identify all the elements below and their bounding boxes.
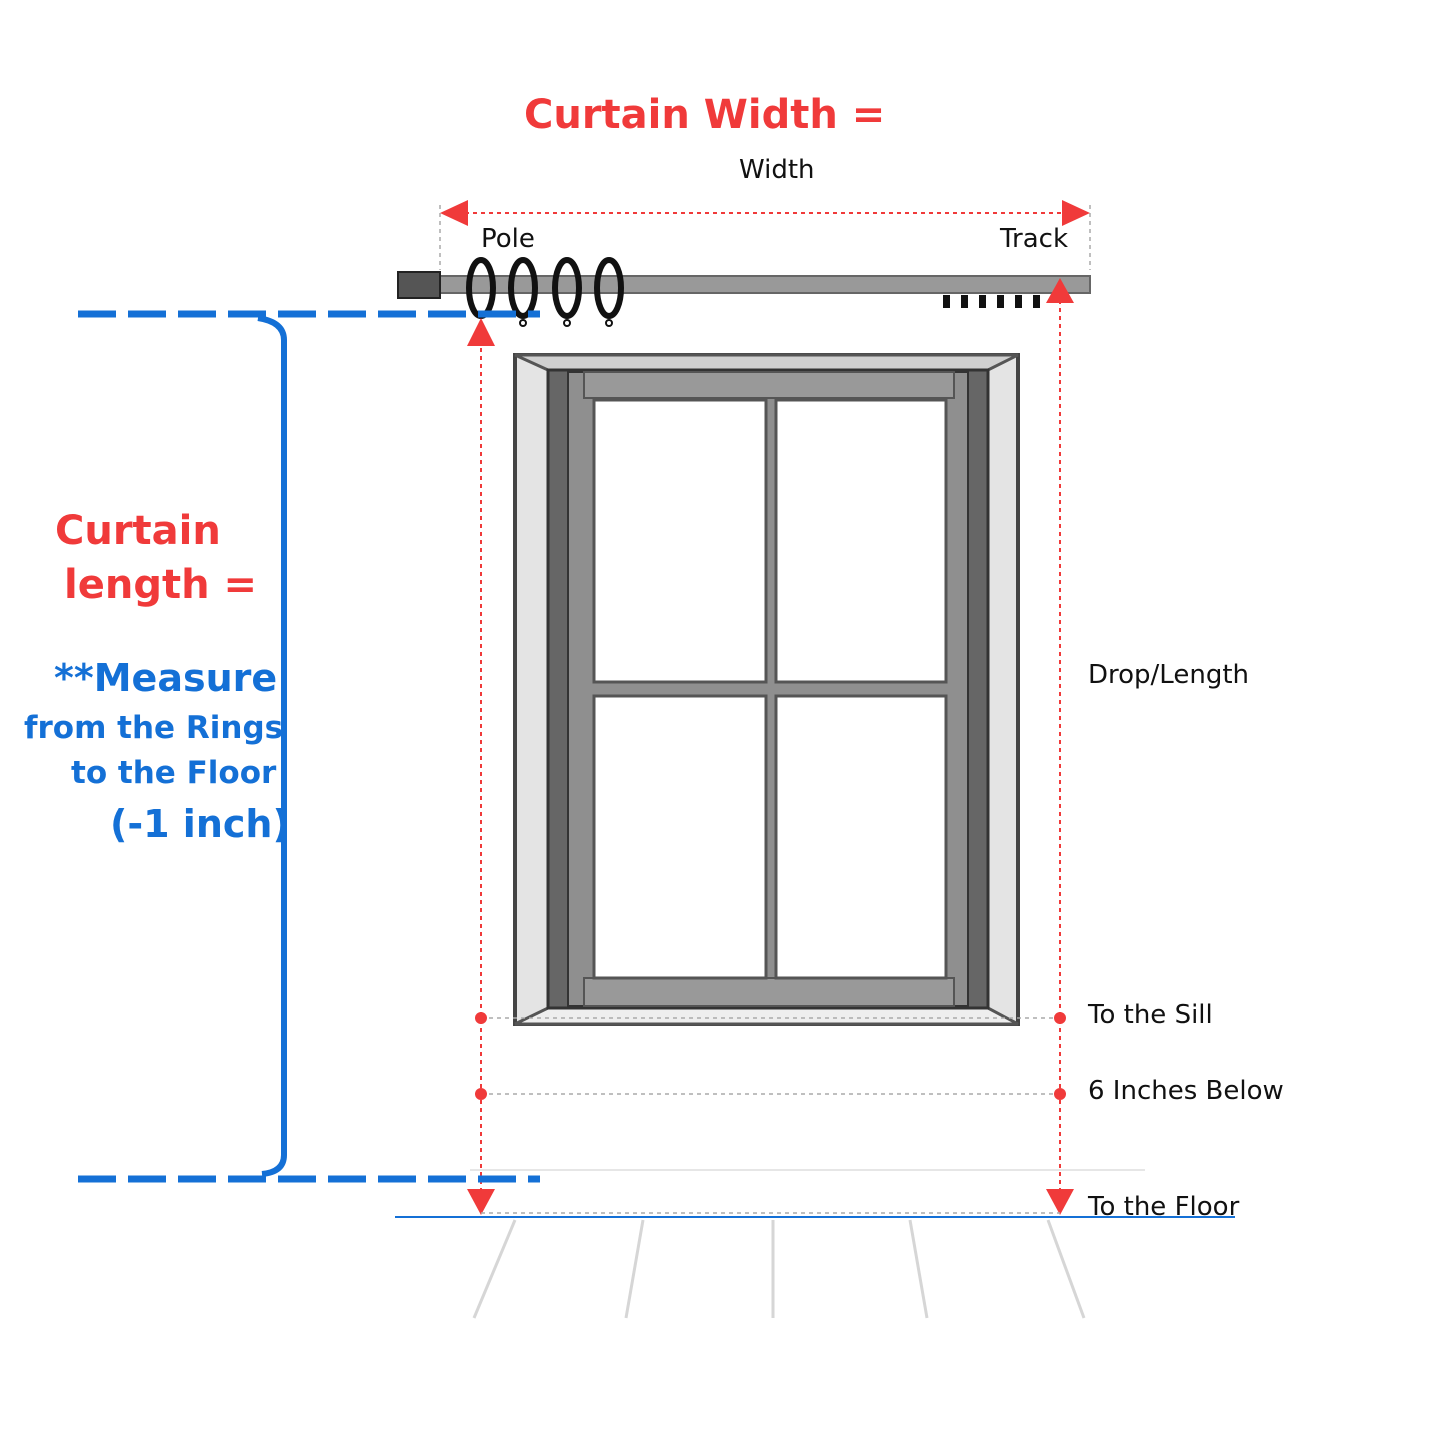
- to-the-floor-label: To the Floor: [1088, 1192, 1240, 1222]
- to-the-sill-label: To the Sill: [1088, 1000, 1213, 1030]
- curtain-ring-icon: [466, 257, 624, 327]
- curtain-track-icon: [943, 295, 1040, 308]
- drop-dimension: [467, 278, 1074, 1215]
- curtain-length-heading-line1: Curtain: [55, 508, 221, 554]
- width-dimension: [439, 200, 1091, 270]
- width-label: Width: [739, 155, 815, 185]
- six-inches-below-label: 6 Inches Below: [1088, 1076, 1284, 1106]
- measure-note-line2: from the Rings: [24, 710, 284, 746]
- window-icon: [513, 353, 1020, 1026]
- floor-perspective-lines: [472, 1219, 1086, 1319]
- curtain-length-heading-line2: length =: [64, 562, 257, 608]
- curtain-pole-icon: [397, 271, 1091, 299]
- curtain-width-heading: Curtain Width =: [524, 92, 886, 138]
- reference-lines: [475, 1012, 1066, 1214]
- pole-label: Pole: [481, 224, 535, 254]
- drop-length-label: Drop/Length: [1088, 660, 1249, 690]
- measure-note-line3: to the Floor: [71, 755, 277, 791]
- measure-note-line1: **Measure: [54, 656, 278, 700]
- ring-to-floor-measurement: [78, 310, 540, 1183]
- measure-note-line4: (-1 inch): [110, 802, 290, 846]
- track-label: Track: [1000, 224, 1069, 254]
